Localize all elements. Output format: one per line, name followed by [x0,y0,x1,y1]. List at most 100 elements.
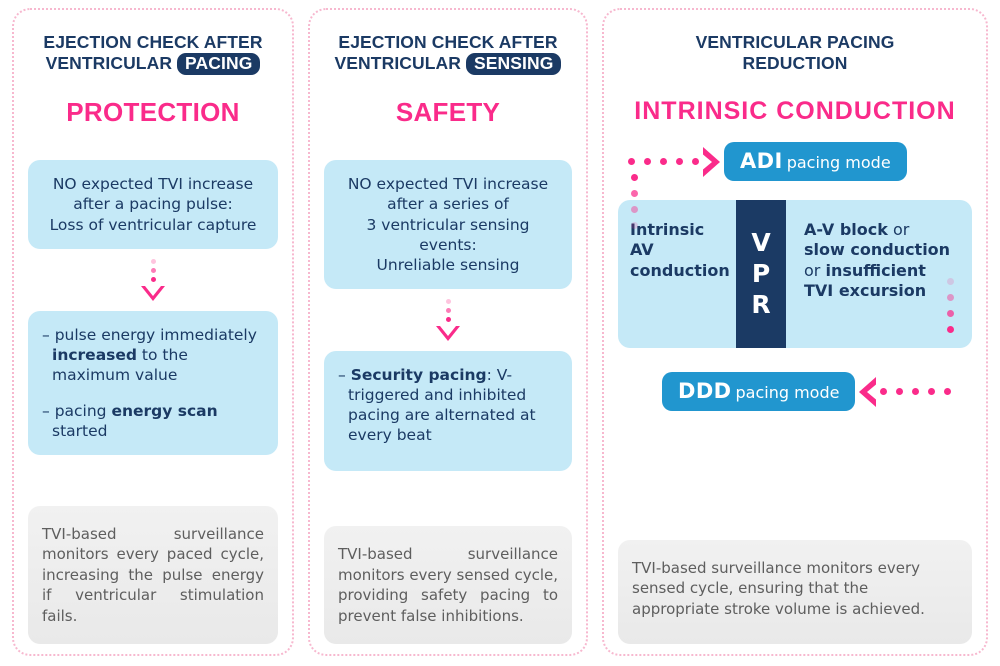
path-dot [631,173,638,181]
card2-condition-line2: after a series of [387,195,509,214]
vpr-right-line1-bold: A-V block [804,219,888,239]
ddd-dotted-riser [947,277,954,333]
arrow-head-down-icon [436,325,460,341]
card2-condition-line1: NO expected TVI increase [347,175,549,194]
vpr-right-line3-bold: insufficient [825,260,926,280]
path-dot [947,309,954,317]
bullet-text-bold: increased [52,345,137,364]
vpr-letter-v: V [751,228,771,258]
card2-flow-arrow [324,289,572,351]
bullet-dash: – [42,325,55,344]
card2-kicker-line1: EJECTION CHECK AFTER [338,32,558,52]
adi-dotted-path [628,158,699,166]
card1-subtitle: PROTECTION [66,97,240,128]
path-dot [896,388,904,396]
bullet-dash: – [42,402,55,421]
arrow-dot [150,258,156,264]
adi-mode-label: pacing mode [786,153,891,173]
vpr-right-line3-lite: or [804,260,826,280]
card2-bullet-1: – Security pacing: V-triggered and inhib… [338,365,558,446]
bullet-dash: – [338,365,351,384]
card-ventricular-pacing-reduction: VENTRICULAR PACING REDUCTION INTRINSIC C… [602,8,988,656]
card3-footer-note: TVI-based surveillance monitors every se… [618,540,972,644]
arrow-dot [150,276,156,282]
arrow-dot [445,316,451,322]
card3-subtitle: INTRINSIC CONDUCTION [634,96,956,125]
card1-flow-arrow [28,249,278,311]
card1-condition-box: NO expected TVI increase after a pacing … [28,160,278,249]
card1-action-box: – pulse energy immediately increased to … [28,310,278,456]
path-dot [631,221,638,229]
arrow-dot [445,307,451,313]
arrow-head-left-icon [859,376,880,407]
path-dot [660,158,667,166]
path-dot [947,277,954,285]
card2-condition-line3: 3 ventricular sensing events: [366,215,530,254]
vpr-right-label: A-V block or slow conduction or insuffic… [786,200,972,348]
vpr-letter-r: R [751,290,771,320]
card1-kicker-line1: EJECTION CHECK AFTER [43,32,263,52]
arrow-head-right-icon [700,146,720,177]
path-dot [628,158,635,166]
card3-kicker-line2: REDUCTION [742,53,848,74]
vpr-right-line4-bold: TVI excursion [804,281,927,301]
card1-kicker-line2: VENTRICULAR [45,53,173,74]
card1-spacer [28,455,278,506]
ddd-mode-label: pacing mode [735,383,840,403]
card1-kicker: EJECTION CHECK AFTER VENTRICULAR PACING [28,32,278,76]
path-dot [928,388,936,396]
card1-condition-line1: NO expected TVI increase [52,175,254,194]
card1-footer-note: TVI-based surveillance monitors every pa… [28,506,278,644]
vpr-left-label: Intrinsic AV conduction [630,219,730,280]
bullet-text-pre: pulse energy immediately [54,325,257,344]
path-dot [676,158,683,166]
path-dot [947,293,954,301]
card3-spacer [618,416,972,540]
path-dot [631,189,638,197]
bullet-text-bold: Security pacing [350,365,487,384]
card-ejection-check-pacing: EJECTION CHECK AFTER VENTRICULAR PACING … [12,8,294,656]
card1-kicker-highlight: PACING [177,53,261,76]
vpr-letter-p: P [751,259,771,289]
bullet-text-bold: energy scan [111,402,218,421]
adi-code-label: ADI [740,149,783,174]
card2-kicker-line2: VENTRICULAR [334,53,462,74]
card-ejection-check-sensing: EJECTION CHECK AFTER VENTRICULAR SENSING… [308,8,588,656]
bullet-text-post: started [52,422,108,441]
ddd-code-label: DDD [678,379,732,404]
path-dot [912,388,920,396]
card1-condition-line2: after a pacing pulse: [73,195,233,214]
ddd-dotted-path [880,388,952,396]
adi-dotted-riser [631,173,638,229]
card2-condition-box: NO expected TVI increase after a series … [324,160,572,289]
vpr-box: Intrinsic AV conduction V P R A-V block … [618,199,972,348]
vpr-acronym-bar: V P R [736,199,786,348]
card1-condition-line3: Loss of ventricular capture [49,215,257,234]
card2-spacer [324,471,572,527]
path-dot [644,158,651,166]
arrow-head-down-icon [141,285,165,301]
vpr-right-line2-bold: slow conduction [804,240,951,260]
card3-kicker-line1: VENTRICULAR PACING [695,32,895,52]
path-dot [692,158,699,166]
card1-bullet-2: – pacing energy scan started [42,401,264,441]
card2-subtitle: SAFETY [395,97,501,128]
path-dot [944,388,952,396]
bullet-text-pre: pacing [54,402,112,421]
arrow-dot [150,267,156,273]
path-dot [631,205,638,213]
card2-kicker: EJECTION CHECK AFTER VENTRICULAR SENSING [324,32,572,76]
card2-condition-line4: Unreliable sensing [376,255,520,274]
card2-footer-note: TVI-based surveillance monitors every se… [324,526,572,644]
path-dot [880,388,888,396]
card1-bullet-1: – pulse energy immediately increased to … [42,325,264,385]
card3-kicker: VENTRICULAR PACING REDUCTION [618,32,972,75]
bullet-text-post: to the maximum value [52,345,188,384]
card2-kicker-highlight: SENSING [466,53,562,76]
